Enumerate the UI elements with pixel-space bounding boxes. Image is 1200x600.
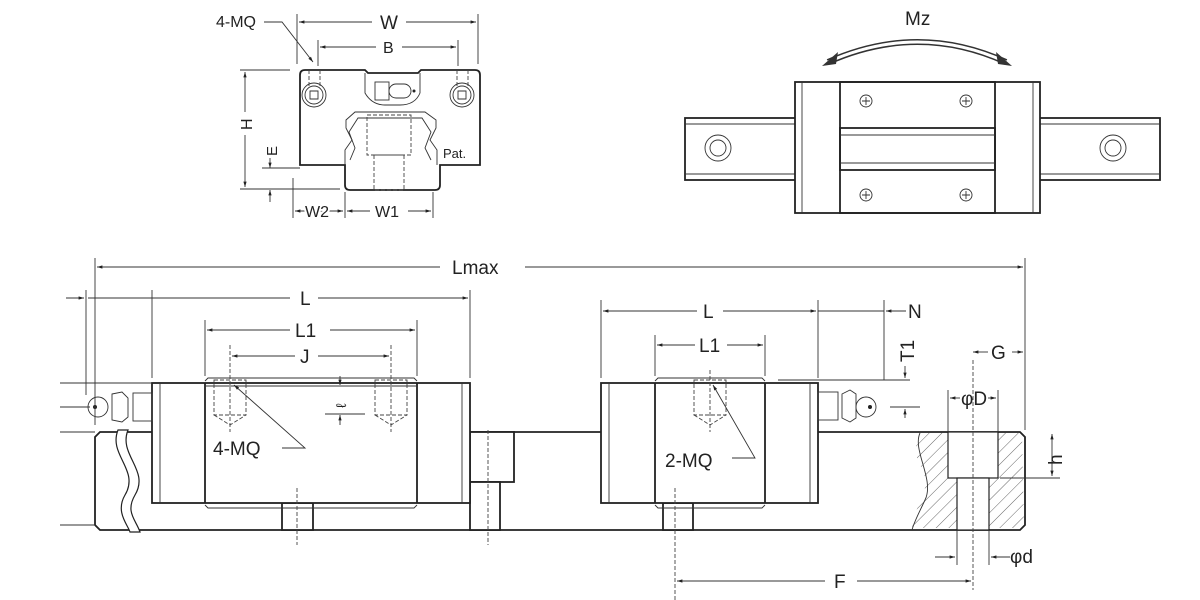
end-offset-label: G bbox=[991, 343, 1006, 364]
pitch-label: F bbox=[834, 572, 846, 593]
top-offset-label: T1 bbox=[898, 340, 919, 362]
rail-inner bbox=[348, 117, 432, 161]
block-screws-icon bbox=[859, 94, 973, 202]
block-center-band bbox=[839, 127, 996, 171]
right-block bbox=[600, 370, 877, 600]
right-length-label: L bbox=[703, 302, 714, 323]
right-body-length-label: L1 bbox=[699, 336, 720, 357]
moment-label: Mz bbox=[905, 9, 930, 30]
left-length-label: L bbox=[300, 289, 311, 310]
patent-label: Pat. bbox=[443, 146, 466, 161]
screw-right-icon bbox=[449, 70, 475, 108]
right-thread-label: 2-MQ bbox=[665, 451, 713, 472]
rail-hole-hidden bbox=[373, 154, 405, 191]
thread-depth-label: ℓ bbox=[333, 403, 349, 408]
nipple-label: N bbox=[908, 302, 922, 323]
left-thread-label: 4-MQ bbox=[213, 439, 261, 460]
width-label: W bbox=[380, 13, 398, 34]
rail-profile bbox=[344, 111, 438, 165]
leader-4mq-front bbox=[264, 21, 314, 63]
nipple-recess bbox=[364, 73, 421, 106]
grease-nipple-front bbox=[374, 81, 416, 101]
block-top bbox=[794, 81, 1041, 214]
hole-spacing-label: J bbox=[300, 347, 310, 368]
left-block bbox=[87, 345, 515, 545]
rail-counterbore-hidden bbox=[366, 114, 412, 156]
counterbore-depth-label: h bbox=[1046, 454, 1067, 465]
break-line bbox=[115, 429, 141, 533]
max-length-label: Lmax bbox=[452, 258, 499, 279]
rail-width-label: W1 bbox=[375, 204, 399, 221]
mounting-thread-label: 4-MQ bbox=[216, 14, 256, 31]
grease-nipple-right-icon bbox=[817, 389, 877, 423]
front-view: Pat. W B 4-MQ H E W2 W1 bbox=[216, 13, 481, 223]
block-outline bbox=[299, 69, 481, 191]
top-view: Mz bbox=[684, 9, 1161, 214]
grease-nipple-left-icon bbox=[87, 391, 153, 423]
left-body-length-label: L1 bbox=[295, 321, 316, 342]
offset-label: W2 bbox=[305, 204, 329, 221]
screw-left-icon bbox=[301, 70, 327, 108]
counterbore-label: φD bbox=[961, 389, 987, 410]
hole-label: φd bbox=[1010, 547, 1033, 568]
rail-hole-right-icon bbox=[1099, 134, 1127, 162]
clearance-label: E bbox=[264, 146, 281, 156]
height-label: H bbox=[239, 118, 256, 130]
bolt-spacing-label: B bbox=[383, 40, 394, 57]
side-view: Lmax L L1 J ℓ 4-MQ L N L1 T1 2-MQ G φD h… bbox=[60, 258, 1067, 600]
rail-hole-left-icon bbox=[704, 134, 732, 162]
